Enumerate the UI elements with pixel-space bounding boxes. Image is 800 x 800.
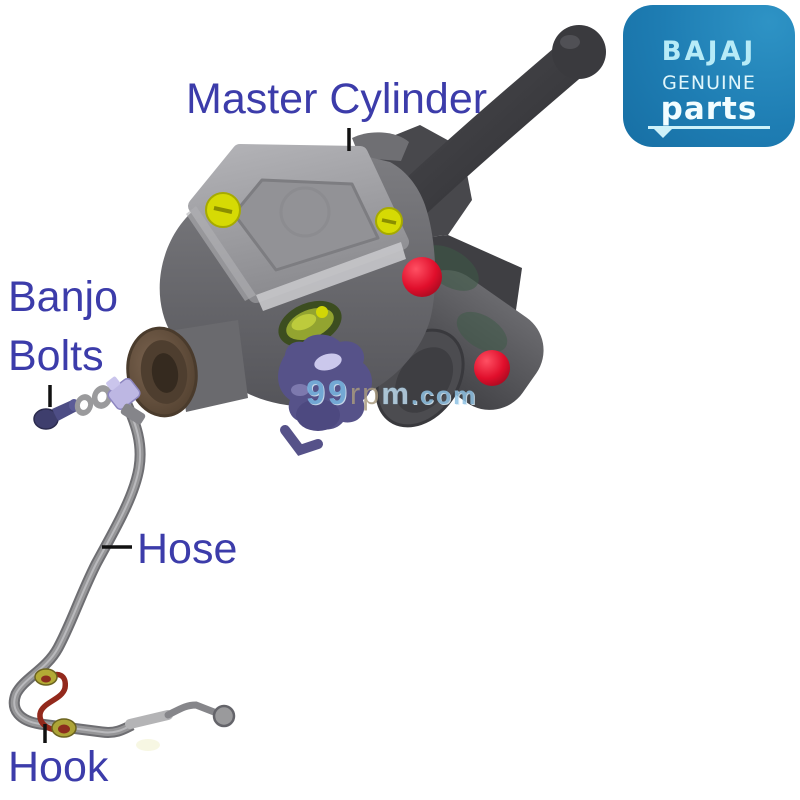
clamp-bolt-red-2: [474, 350, 510, 386]
clamp-green-patch-2: [456, 311, 508, 353]
hook-clamp-2-core: [58, 724, 70, 734]
bajaj-genuine-parts-badge: BAJAJ GENUINE parts: [623, 5, 795, 147]
label-hook: Hook: [8, 743, 109, 791]
hook-wire: [34, 668, 77, 738]
switch-lower-lobe: [296, 399, 340, 431]
pivot-bolt-red-1: [402, 257, 442, 297]
leader-lines: [43, 128, 351, 743]
badge-parts-text: parts: [660, 91, 758, 127]
hook-red-wire: [37, 671, 69, 734]
hose-ferrule: [120, 403, 146, 425]
watermark-seg1: 99: [306, 374, 350, 412]
banjo-fitting-nub: [106, 376, 121, 391]
label-master-cylinder: Master Cylinder: [186, 75, 488, 123]
hose-tube: [10, 400, 144, 736]
lever-ball-end: [552, 25, 606, 79]
brake-hose: [8, 399, 236, 751]
watermark-seg4: .com: [410, 382, 478, 410]
hose-highlight: [13, 401, 142, 734]
faint-smudge: [136, 739, 160, 751]
lid-rim-highlight: [256, 242, 406, 311]
hose-end-banjo-eye: [212, 704, 236, 728]
lid-screw-slot-1: [213, 206, 233, 214]
hose-outline: [8, 399, 146, 738]
switch-tail: [280, 425, 323, 456]
switch-highlight-2: [291, 384, 309, 396]
lever-ball-highlight: [560, 35, 580, 49]
label-hose: Hose: [137, 525, 238, 573]
badge-arrow-down-icon: [654, 129, 672, 138]
brake-light-switch: [278, 334, 372, 456]
badge-underline: [648, 126, 770, 129]
badge-brand-text: BAJAJ: [661, 36, 757, 68]
badge-genuine-text: GENUINE: [662, 72, 756, 94]
label-bolts: Bolts: [8, 332, 104, 380]
bore-deep: [151, 353, 179, 393]
washer-1-hole: [79, 400, 89, 410]
hose-end-elbow: [164, 701, 218, 719]
lid-emblem: [279, 186, 331, 238]
switch-highlight: [314, 353, 342, 371]
banjo-fitting: [106, 376, 141, 411]
banjo-bolt-set: [33, 376, 146, 430]
washer-2-hole: [97, 391, 107, 403]
watermark-seg2: rp: [349, 376, 382, 411]
lid-rim-left: [186, 206, 256, 301]
clamp-end-hollow: [394, 347, 454, 413]
watermark: 99rpm.com: [306, 374, 477, 413]
sight-glass-dot: [316, 306, 328, 318]
cylinder-bore: [126, 320, 248, 418]
watermark-seg3: m: [381, 376, 411, 411]
lid-screw-slot-2: [381, 218, 397, 225]
hook-clamp-1-core: [41, 675, 51, 683]
sight-glass-shine: [291, 314, 317, 331]
hose-braided-section: [125, 710, 173, 729]
label-banjo: Banjo: [8, 273, 118, 321]
